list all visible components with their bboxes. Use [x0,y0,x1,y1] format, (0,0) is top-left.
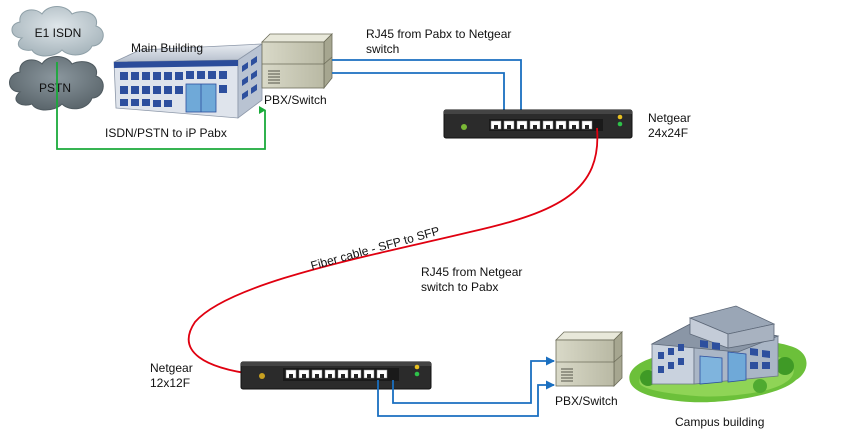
rj45-main-link-line-1 [332,59,526,119]
campus-building-icon [629,305,807,403]
netgear-campus-label-line1: Netgear [150,361,193,375]
campus-pbx-icon [555,331,623,387]
e1-isdn-cloud-icon: E1 ISDN [11,6,104,57]
campus-building-label: Campus building [675,415,764,429]
main-pbx-icon [261,33,333,90]
isdn-link-label: ISDN/PSTN to iP Pabx [105,126,227,140]
main-rj45-label-line1: RJ45 from Pabx to Netgear [366,27,511,41]
netgear-main-label-line2: 24x24F [648,126,688,140]
netgear-campus-label-line2: 12x12F [150,376,190,390]
fiber-cable-line [187,127,599,381]
campus-pbx-label: PBX/Switch [555,394,618,408]
rj45-campus-link-line-2 [392,356,555,404]
campus-rj45-label-line2: switch to Pabx [421,280,498,294]
netgear-24-switch-icon [443,109,633,139]
main-rj45-label-line2: switch [366,42,399,56]
netgear-main-label-line1: Netgear [648,111,691,125]
rj45-main-link-line-2 [332,72,509,119]
main-building-label: Main Building [131,41,203,55]
rj45-campus-link-line-1 [377,380,555,417]
pstn-label: PSTN [39,81,71,95]
campus-rj45-label-line1: RJ45 from Netgear [421,265,522,279]
main-building-icon [113,43,264,119]
main-pbx-label: PBX/Switch [264,93,327,107]
netgear-12-switch-icon [240,361,432,390]
isdn-pstn-link-line [56,62,266,150]
e1-isdn-label: E1 ISDN [35,26,82,40]
